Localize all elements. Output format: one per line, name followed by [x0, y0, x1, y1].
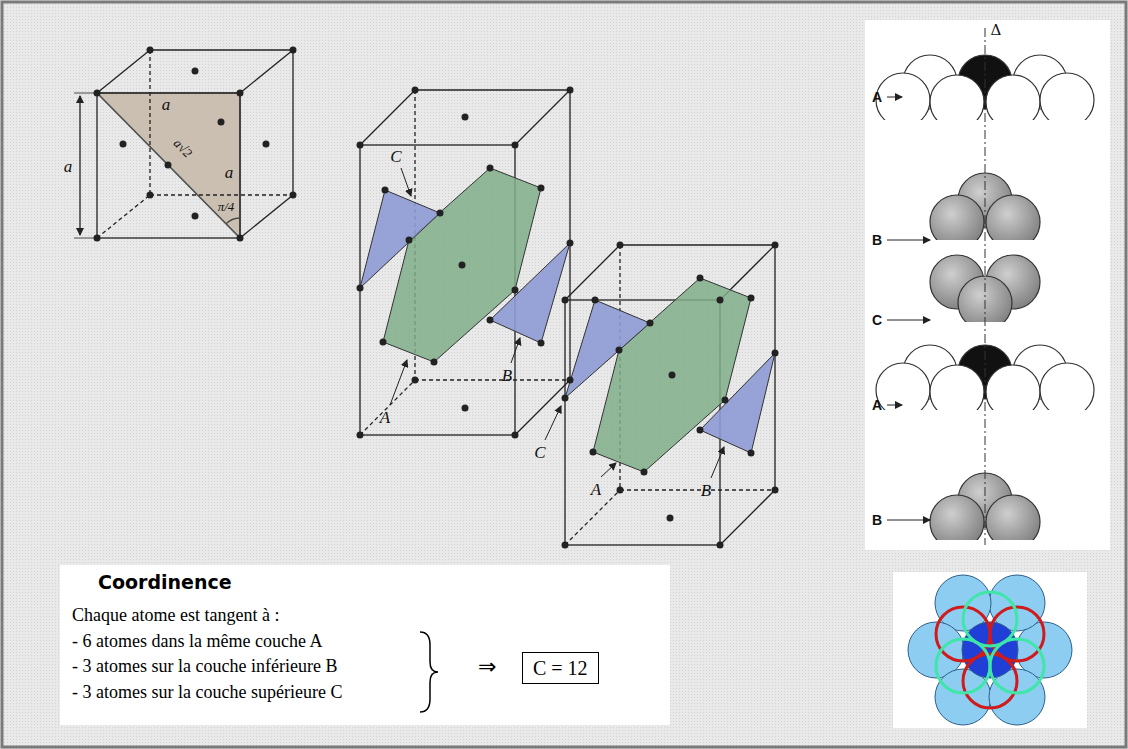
layer-label: A — [380, 409, 390, 426]
layer-label: B — [872, 513, 882, 527]
atom-dots — [94, 47, 297, 242]
body-text: - 6 atomes dans la même couche A — [72, 631, 322, 653]
layer-label: B — [701, 482, 711, 499]
layer-label: C — [534, 444, 545, 461]
body-text: Chaque atome est tangent à : — [72, 605, 279, 627]
text-panel — [60, 565, 670, 725]
layer-label: B — [872, 233, 882, 247]
stacking-panel — [865, 20, 1110, 550]
layer-label: A — [872, 90, 882, 104]
axis-label: Δ — [991, 23, 1002, 38]
dimension-label: a — [225, 164, 234, 181]
layer-arrows — [887, 97, 930, 520]
stacked-cubes — [360, 90, 775, 545]
body-text: - 3 atomes sur la couche supérieure C — [72, 682, 342, 704]
coordinence-panel: CoordinenceChaque atome est tangent à : -… — [60, 565, 670, 725]
close-packed-planes — [360, 168, 775, 472]
top-view-panel — [893, 572, 1087, 728]
symmetry-axis — [985, 28, 986, 545]
atom-dots — [357, 87, 779, 549]
dimension-label: a — [64, 158, 73, 175]
layer-label: C — [390, 148, 401, 165]
brace — [420, 632, 438, 712]
layer-label: A — [591, 481, 601, 498]
body-text: - 3 atomes sur la couche inférieure B — [72, 656, 337, 678]
angle-label: π/4 — [218, 200, 235, 213]
implies-symbol: ⇒ — [478, 654, 496, 680]
unit-cube — [74, 50, 293, 238]
dimension-label: a — [162, 96, 171, 113]
layer-label: A — [872, 398, 882, 412]
stacking-rings — [936, 592, 1044, 708]
layer-label: B — [502, 367, 512, 384]
result-formula: C = 12 — [533, 656, 588, 680]
layer-label: C — [872, 313, 882, 327]
leader-arrows — [390, 168, 724, 478]
top-view — [908, 575, 1072, 725]
panel-heading: Coordinence — [98, 571, 232, 594]
result-box: C = 12 — [522, 652, 599, 684]
